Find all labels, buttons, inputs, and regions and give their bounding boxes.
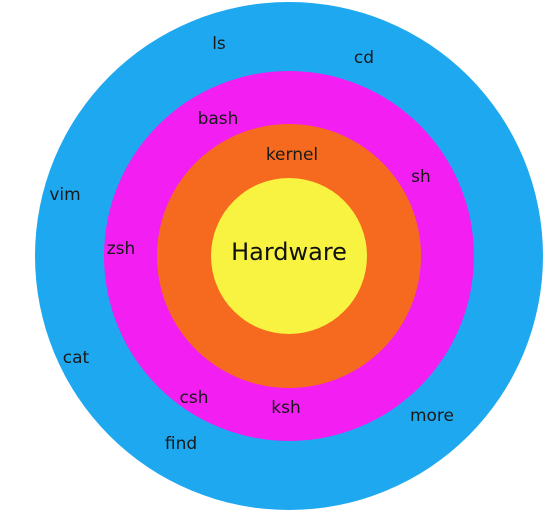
command-label-find: find <box>165 434 197 454</box>
shell-label-sh: sh <box>411 167 431 187</box>
core-hardware <box>211 178 367 334</box>
command-label-cd: cd <box>354 48 374 68</box>
command-label-cat: cat <box>63 348 90 368</box>
shell-label-ksh: ksh <box>271 398 300 418</box>
command-label-ls: ls <box>212 34 226 54</box>
kernel-label: kernel <box>266 145 318 165</box>
command-label-more: more <box>410 406 454 426</box>
hardware-label: Hardware <box>231 238 347 266</box>
shell-label-bash: bash <box>198 109 239 129</box>
command-label-vim: vim <box>49 185 80 205</box>
shell-label-csh: csh <box>180 388 209 408</box>
shell-label-zsh: zsh <box>107 239 136 259</box>
